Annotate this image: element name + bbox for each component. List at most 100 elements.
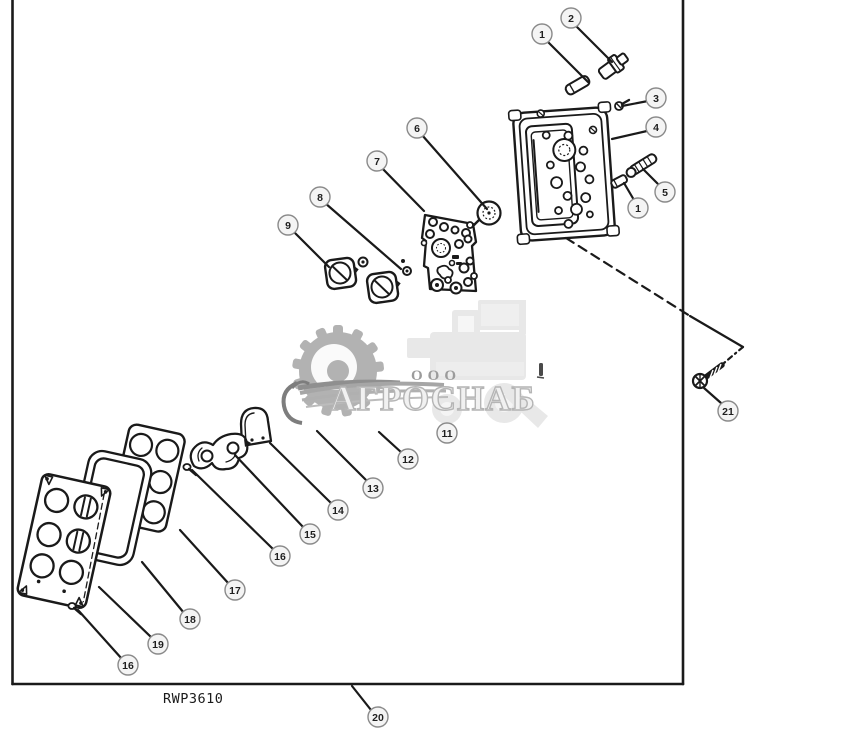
callout-balloon: [179, 608, 201, 630]
leader-line: [620, 99, 650, 108]
callout-7: 7: [366, 150, 388, 172]
part-bolt-21: [691, 362, 725, 390]
callout-balloon: [366, 150, 388, 172]
callout-number: 20: [372, 712, 384, 724]
callout-1: 1: [531, 23, 553, 45]
callout-21: 21: [717, 400, 739, 422]
leader-line: [546, 40, 590, 84]
callout-1: 1: [627, 197, 649, 219]
callout-number: 7: [374, 156, 380, 168]
callout-number: 5: [662, 187, 668, 199]
callout-number: 11: [441, 428, 452, 440]
callout-balloon: [224, 579, 246, 601]
callout-balloon: [560, 7, 582, 29]
callout-14: 14: [327, 499, 349, 521]
callout-balloon: [362, 477, 384, 499]
callout-balloon: [367, 706, 389, 728]
callout-number: 12: [402, 454, 414, 466]
part-gauge-left: [323, 256, 359, 291]
leader-line: [97, 585, 154, 640]
leader-line: [291, 229, 331, 269]
callout-balloon: [627, 197, 649, 219]
callout-number: 9: [285, 220, 291, 232]
leader-line: [190, 468, 276, 552]
leader-line: [622, 181, 636, 202]
callout-number: 3: [653, 93, 659, 105]
callout-4: 4: [645, 116, 667, 138]
part-front-panel: [16, 472, 112, 610]
callout-balloon: [436, 422, 458, 444]
callout-number: 13: [367, 483, 379, 495]
watermark-logo: ООО АГРОСНАБ: [281, 300, 548, 428]
part-screw-3: [614, 98, 631, 111]
callout-8: 8: [309, 186, 331, 208]
part-bracket: [189, 432, 251, 471]
watermark-tractor: [407, 300, 548, 428]
callout-balloon: [397, 448, 419, 470]
part-small-pin: [536, 363, 545, 379]
leader-line: [140, 560, 186, 615]
callout-balloon: [717, 400, 739, 422]
callout-number: 4: [653, 122, 659, 134]
callout-number: 1: [539, 29, 545, 41]
watermark-hook: [281, 380, 310, 425]
leader-line: [379, 165, 426, 213]
callout-13: 13: [362, 477, 384, 499]
callout-number: 17: [229, 585, 241, 597]
callout-number: 8: [317, 192, 323, 204]
callout-balloon: [309, 186, 331, 208]
callout-balloon: [645, 116, 667, 138]
part-bushing-top: [564, 75, 591, 96]
part-fitting: [597, 52, 629, 80]
callout-18: 18: [179, 608, 201, 630]
callout-balloon: [117, 654, 139, 676]
leader-line: [641, 167, 660, 186]
callout-5: 5: [654, 181, 676, 203]
leader-line: [574, 24, 614, 64]
leader-line: [233, 453, 306, 530]
callout-number: 18: [184, 614, 196, 626]
part-dome-cover: [239, 406, 273, 448]
callout-balloon: [406, 117, 428, 139]
callout-19: 19: [147, 633, 169, 655]
callout-3: 3: [645, 87, 667, 109]
callout-balloon: [531, 23, 553, 45]
callout-number: 21: [722, 406, 734, 418]
callout-number: 16: [274, 551, 286, 563]
callout-16: 16: [269, 545, 291, 567]
callout-number: 6: [414, 123, 420, 135]
leader-line: [178, 528, 231, 586]
callout-number: 14: [332, 505, 344, 517]
part-gauge-left-ring: [357, 256, 369, 268]
leader-line: [702, 386, 723, 405]
callout-balloon: [654, 181, 676, 203]
leader-line: [377, 430, 404, 455]
watermark-company-name: АГРОСНАБ: [330, 379, 535, 418]
callout-balloon: [147, 633, 169, 655]
callout-balloon: [645, 87, 667, 109]
leader-line: [76, 608, 124, 661]
callout-balloon: [299, 523, 321, 545]
callout-11: 11: [436, 422, 458, 444]
part-gauge-right: [365, 270, 401, 305]
drawing-code-label: RWP3610: [163, 691, 223, 707]
part-threaded-stud: [625, 153, 658, 178]
leader-line: [610, 129, 649, 141]
leader-line: [350, 684, 373, 712]
leader-line: [268, 441, 334, 506]
callout-number: 1: [635, 203, 641, 215]
callout-16: 16: [117, 654, 139, 676]
callout-number: 16: [122, 660, 134, 672]
part-bushing-lower: [610, 174, 629, 189]
callout-number: 19: [152, 639, 164, 651]
leader-line: [315, 429, 369, 483]
watermark-swoosh: [297, 379, 449, 408]
callout-balloon: [277, 214, 299, 236]
callout-number: 2: [568, 13, 574, 25]
callout-balloon: [327, 499, 349, 521]
callout-balloon: [269, 545, 291, 567]
part-gauge-right-ring: [401, 259, 412, 276]
leader-line: [688, 314, 745, 349]
